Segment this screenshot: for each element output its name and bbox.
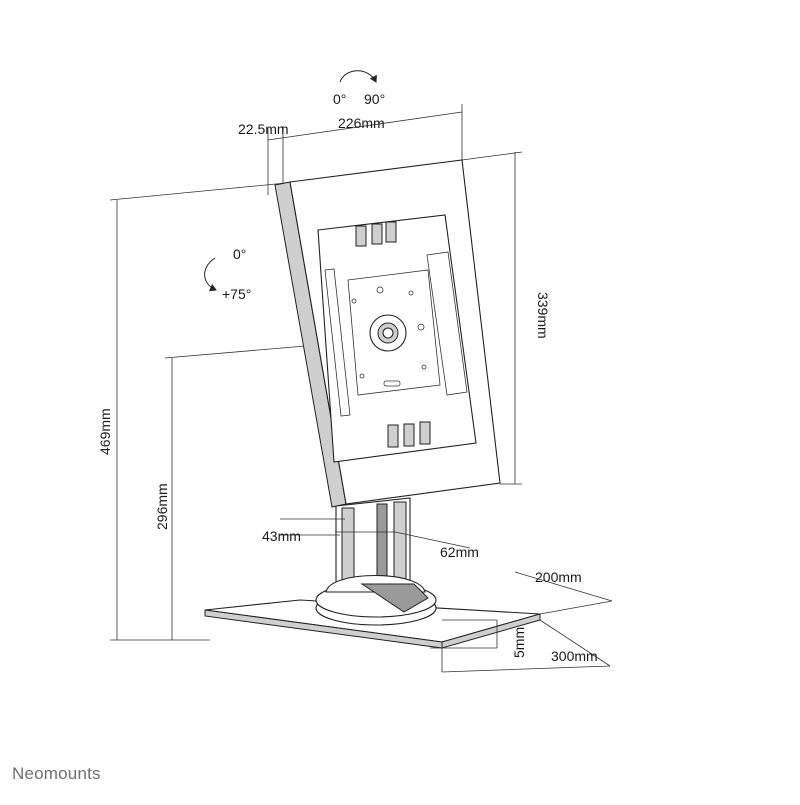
- tilt-arrow-icon: [204, 257, 217, 292]
- width-label: 226mm: [338, 115, 385, 131]
- top-dimension-lines: [267, 104, 463, 195]
- column-depth-label: 43mm: [262, 528, 301, 544]
- tilt-start-label: 0°: [233, 246, 246, 262]
- pivot-height-label: 296mm: [154, 483, 170, 530]
- stand-base: [204, 574, 541, 649]
- tablet-enclosure: [274, 159, 501, 508]
- rotate-arrow-icon: [339, 70, 377, 83]
- base-width-label: 300mm: [551, 648, 598, 664]
- tilt-end-label: +75°: [222, 286, 251, 302]
- base-depth-label: 200mm: [535, 569, 582, 585]
- column-width-label: 62mm: [440, 544, 479, 560]
- brand-logo-text: Neomounts: [12, 764, 101, 783]
- height-dimension-lines: [461, 151, 523, 485]
- column-dimension-lines: [280, 518, 471, 549]
- depth-label: 22.5mm: [238, 121, 289, 137]
- stand-column: [335, 497, 411, 591]
- base-dimension-lines: [430, 571, 613, 673]
- rotation-start-label: 0°: [333, 91, 346, 107]
- total-height-label: 469mm: [97, 408, 113, 455]
- height-label: 339mm: [535, 292, 551, 339]
- base-thickness-label: 5mm: [511, 627, 527, 658]
- rotation-end-label: 90°: [364, 91, 385, 107]
